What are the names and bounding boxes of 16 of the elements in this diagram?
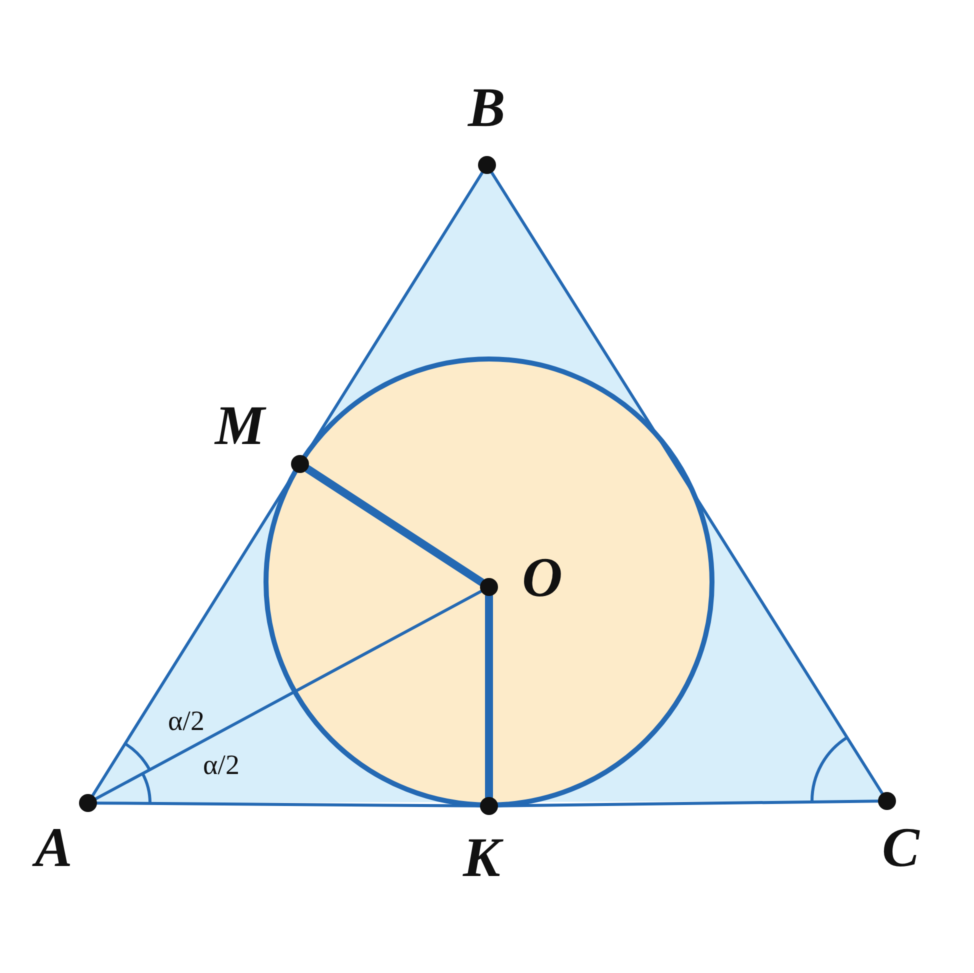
point-label: O <box>522 550 562 606</box>
point-dot <box>291 455 309 473</box>
point-dot <box>480 797 498 815</box>
point-label: M <box>215 398 265 454</box>
line-segment <box>490 171 884 795</box>
point-label: B <box>468 80 506 136</box>
point-dot <box>878 792 896 810</box>
angle-label: α/2 <box>168 708 204 736</box>
line-segment <box>94 590 483 800</box>
line-segment <box>496 800 880 808</box>
line-segment <box>96 802 482 808</box>
point-dot <box>478 156 496 174</box>
line-segment <box>304 464 486 586</box>
point-label: C <box>882 820 920 876</box>
point-dot <box>79 794 97 812</box>
angle-label: α/2 <box>203 752 240 780</box>
